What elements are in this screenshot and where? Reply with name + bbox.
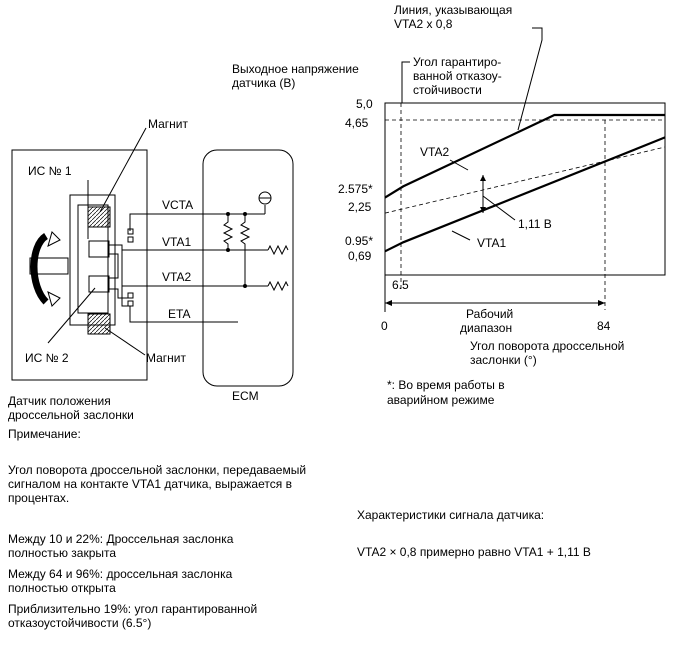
series-vta2-x08-line [384,146,666,214]
y-tick-0-95: 0.95* [345,234,373,248]
y-tick-4-65: 4,65 [345,116,369,130]
signal-formula: VTA2 × 0,8 примерно равно VTA1 + 1,11 В [357,545,591,559]
series-vta1-label: VTA1 [477,236,506,250]
callout-line-2: VTA2 x 0,8 [394,17,453,31]
x-tick-6-5: 6.5 [392,278,409,292]
ic1-chip [88,240,110,258]
notes-p1-line3: процентах. [8,491,70,505]
magnet-top [87,206,111,228]
footnote-line-2: аварийном режиме [387,393,495,407]
sensor-housing [11,149,148,381]
ic2-label: ИС № 2 [25,351,69,365]
delta-label: 1,11 В [518,217,552,231]
fail-safe-label-2: ванной отказоу- [413,69,502,83]
wire-vcta [129,213,265,231]
sensor-schematic: ИС № 1 ИС № 2 Магнит Магнит VCTA VTA1 VT… [8,117,294,422]
magnet-top-label: Магнит [148,117,189,131]
wire-eta [129,306,238,323]
magnet-bottom-label: Магнит [146,351,187,365]
sensor-caption-line1: Датчик положения [8,394,111,408]
range-label-1: Рабочий [466,307,513,321]
y-tick-0-69: 0,69 [348,249,372,263]
footnote-line-1: *: Во время работы в [387,378,505,392]
pin-vta2-label: VTA2 [162,270,191,284]
range-label-2: диапазон [460,321,512,335]
rotation-arrow-icon [30,233,49,305]
pin-vcta-label: VCTA [162,198,193,212]
magnet-bottom [87,313,111,335]
ic1-label: ИС № 1 [28,164,72,178]
notes-p3-line1: Между 64 и 96%: дроссельная заслонка [8,567,233,581]
signal-heading: Характеристики сигнала датчика: [357,508,545,522]
x-tick-0: 0 [381,319,388,333]
pin-eta-label: ETA [168,307,190,321]
x-axis-label-1: Угол поворота дроссельной [470,339,624,353]
y-axis-label-1: Выходное напряжение [232,62,359,76]
series-vta1-line [384,136,666,253]
x-tick-84: 84 [597,319,611,333]
ecm-label: ECM [232,389,259,403]
y-tick-2-25: 2,25 [348,200,372,214]
notes-p3-line2: полностью открыта [8,581,116,595]
series-vta2-label: VTA2 [420,145,449,159]
notes-p1-line1: Угол поворота дроссельной заслонки, пере… [8,463,307,477]
series-vta2-line [384,113,665,199]
notes-p4-line1: Приблизительно 19%: угол гарантированной [8,602,258,616]
sensor-caption-line2: дроссельной заслонки [8,408,134,422]
voltage-chart: 5,0 4,65 2.575* 2,25 0.95* 0,69 6.5 0 84… [232,3,666,407]
ic2-chip [88,275,110,293]
sensor-core [77,204,109,314]
callout-line-1: Линия, указывающая [394,3,512,17]
notes-p2-line2: полностью закрыта [8,546,117,560]
notes-p2-line1: Между 10 и 22%: Дроссельная заслонка [8,532,234,546]
pin-vta1-label: VTA1 [162,235,191,249]
fail-safe-label-1: Угол гарантиро- [413,55,501,69]
x-axis-label-2: заслонки (°) [470,353,537,367]
y-axis-label-2: датчика (В) [232,76,295,90]
ecm-box [202,149,294,387]
fail-safe-label-3: стойчивости [413,83,482,97]
notes-p4-line2: отказоустойчивости (6.5°) [8,616,152,630]
y-tick-2-575: 2.575* [338,182,373,196]
notes-p1-line2: сигналом на контакте VTA1 датчика, выраж… [8,477,292,491]
y-tick-5-0: 5,0 [356,97,373,111]
notes-heading: Примечание: [8,427,81,441]
throttle-shaft [29,257,69,275]
